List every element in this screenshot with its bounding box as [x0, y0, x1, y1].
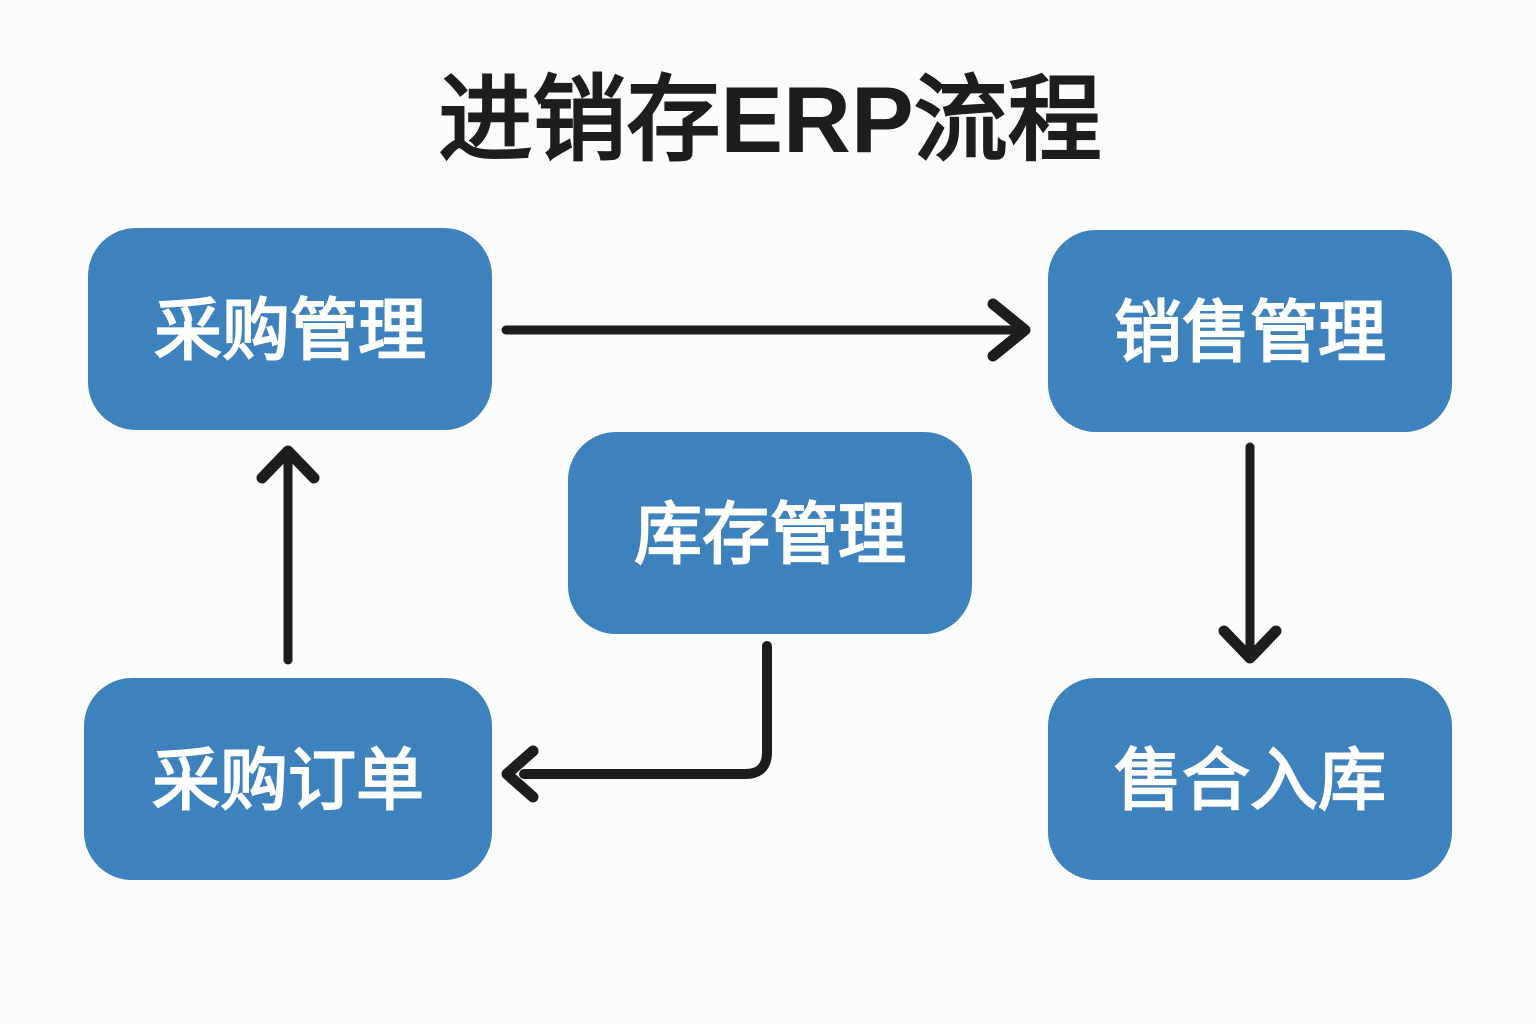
arrow-head	[501, 745, 539, 803]
arrow-purchase-to-sales	[501, 298, 1031, 362]
node-box	[1048, 678, 1452, 880]
arrow-head	[987, 298, 1031, 362]
node-sales-management: 销售管理	[1048, 230, 1452, 432]
node-purchase-order: 采购订单	[84, 678, 492, 880]
node-inventory-management: 库存管理	[568, 432, 972, 634]
page-title: 进销存ERP流程	[438, 67, 1101, 172]
node-purchase-management: 采购管理	[88, 228, 492, 430]
arrow-head	[256, 445, 320, 484]
node-label: 采购管理	[154, 293, 426, 369]
node-box	[84, 678, 492, 880]
arrow-inventory-to-order	[501, 641, 772, 803]
node-label: 采购订单	[152, 743, 424, 819]
node-label: 售合入库	[1114, 743, 1386, 819]
arrow-sales-to-warehousing	[1218, 442, 1282, 664]
node-box	[1048, 230, 1452, 432]
node-label: 销售管理	[1114, 295, 1386, 371]
arrow-line	[519, 641, 772, 779]
node-box	[88, 228, 492, 430]
node-label: 库存管理	[634, 497, 906, 573]
node-box	[568, 432, 972, 634]
arrow-order-to-purchase	[256, 445, 320, 665]
node-sales-warehousing: 售合入库	[1048, 678, 1452, 880]
arrow-head	[1218, 625, 1282, 664]
